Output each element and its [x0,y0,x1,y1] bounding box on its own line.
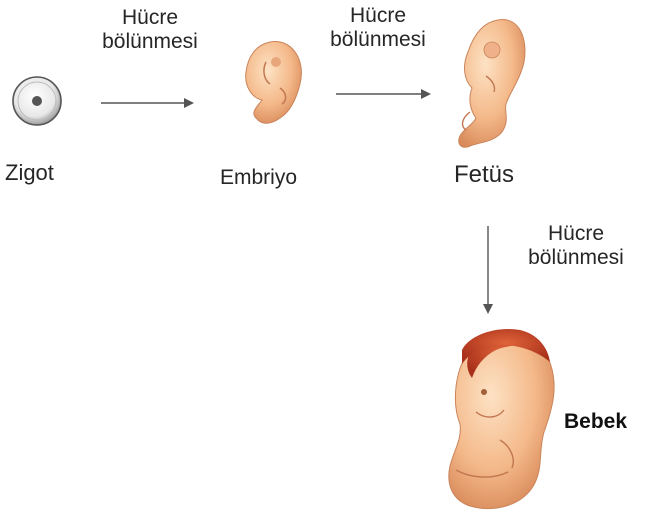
stage-label-embriyo: Embriyo [220,166,297,190]
arrow-label-3-line2: bölünmesi [498,246,652,270]
arrow-label-1-line2: bölünmesi [72,30,228,54]
stage-label-bebek: Bebek [564,410,627,434]
arrow-label-3-line1: Hücre [498,222,652,246]
arrow-label-1: Hücre bölünmesi [72,6,228,54]
stage-label-zigot: Zigot [5,160,54,186]
stage-label-fetus: Fetüs [454,161,514,189]
arrow-label-2: Hücre bölünmesi [300,4,456,52]
arrow-label-2-line1: Hücre [300,4,456,28]
arrow-label-1-line1: Hücre [72,6,228,30]
arrow-label-2-line2: bölünmesi [300,28,456,52]
arrow-label-3: Hücre bölünmesi [498,222,652,270]
